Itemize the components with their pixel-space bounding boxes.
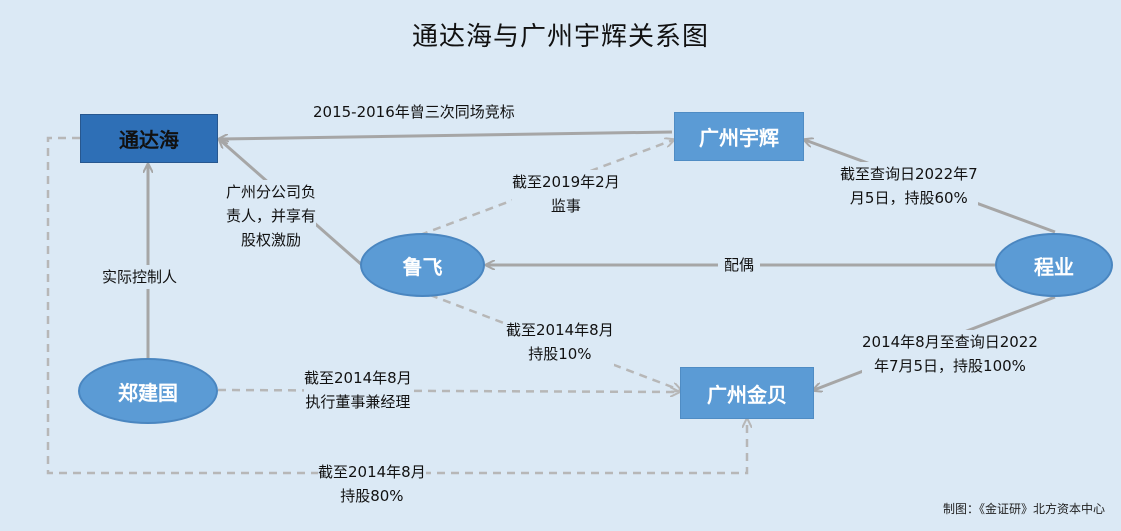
node-guangzhou-jinbei[interactable]: 广州金贝 xyxy=(680,367,814,419)
node-tongdahai-label: 通达海 xyxy=(119,128,179,152)
label-zhengjianguo-exec: 截至2014年8月 执行董事兼经理 xyxy=(304,366,412,414)
label-chengye-hold-jinbei-line2: 年7月5日，持股100% xyxy=(873,357,1026,375)
label-lufei-supervisor-line2: 监事 xyxy=(550,197,581,215)
node-chengye[interactable]: 程业 xyxy=(995,233,1113,297)
label-lufei-supervisor: 截至2019年2月 监事 xyxy=(512,170,620,218)
source-note: 制图：《金证研》北方资本中心 xyxy=(942,502,1105,516)
label-zhengjianguo-exec-line2: 执行董事兼经理 xyxy=(305,393,411,411)
label-chengye-hold-jinbei: 2014年8月至查询日2022 年7月5日，持股100% xyxy=(862,330,1038,378)
label-lufei-supervisor-line1: 截至2019年2月 xyxy=(512,173,620,191)
node-guangzhou-yuhui-label: 广州宇辉 xyxy=(699,126,779,150)
label-branch-head: 广州分公司负 责人，并享有 股权激励 xyxy=(226,180,317,252)
node-zhengjianguo-label: 郑建国 xyxy=(118,380,178,405)
node-tongdahai[interactable]: 通达海 xyxy=(80,114,218,163)
label-branch-head-line1: 广州分公司负 xyxy=(226,183,317,201)
label-chengye-hold-yuhui: 截至查询日2022年7 月5日，持股60% xyxy=(840,162,978,210)
label-actual-controller: 实际控制人 xyxy=(98,265,182,289)
label-chengye-hold-yuhui-line1: 截至查询日2022年7 xyxy=(840,165,978,183)
node-lufei[interactable]: 鲁飞 xyxy=(360,233,485,297)
edge-tongdahai-hold-jinbei xyxy=(46,136,747,475)
label-lufei-hold-jinbei-line1: 截至2014年8月 xyxy=(506,321,614,339)
label-chengye-hold-jinbei-line1: 2014年8月至查询日2022 xyxy=(862,333,1038,351)
label-bidding: 2015-2016年曾三次同场竞标 xyxy=(313,100,515,124)
node-lufei-label: 鲁飞 xyxy=(402,254,443,279)
edge-zhengjianguo-exec xyxy=(217,390,678,392)
edge-lufei-supervisor xyxy=(419,140,673,237)
label-lufei-hold-jinbei: 截至2014年8月 持股10% xyxy=(506,318,614,366)
node-zhengjianguo[interactable]: 郑建国 xyxy=(78,358,218,424)
label-zhengjianguo-exec-line1: 截至2014年8月 xyxy=(304,369,412,387)
label-chengye-hold-yuhui-line2: 月5日，持股60% xyxy=(849,189,968,207)
diagram-title: 通达海与广州宇辉关系图 xyxy=(411,22,709,52)
label-tongdahai-hold-jinbei-line1: 截至2014年8月 xyxy=(318,463,426,481)
node-guangzhou-yuhui[interactable]: 广州宇辉 xyxy=(674,112,804,161)
node-chengye-label: 程业 xyxy=(1034,254,1074,279)
label-lufei-hold-jinbei-line2: 持股10% xyxy=(528,345,592,363)
label-branch-head-line3: 股权激励 xyxy=(241,231,302,249)
label-spouse: 配偶 xyxy=(718,253,761,277)
label-branch-head-line2: 责人，并享有 xyxy=(226,207,317,225)
edge-bidding xyxy=(220,130,673,139)
label-tongdahai-hold-jinbei-line2: 持股80% xyxy=(340,487,404,505)
node-guangzhou-jinbei-label: 广州金贝 xyxy=(707,382,787,407)
label-tongdahai-hold-jinbei: 截至2014年8月 持股80% xyxy=(318,460,426,508)
